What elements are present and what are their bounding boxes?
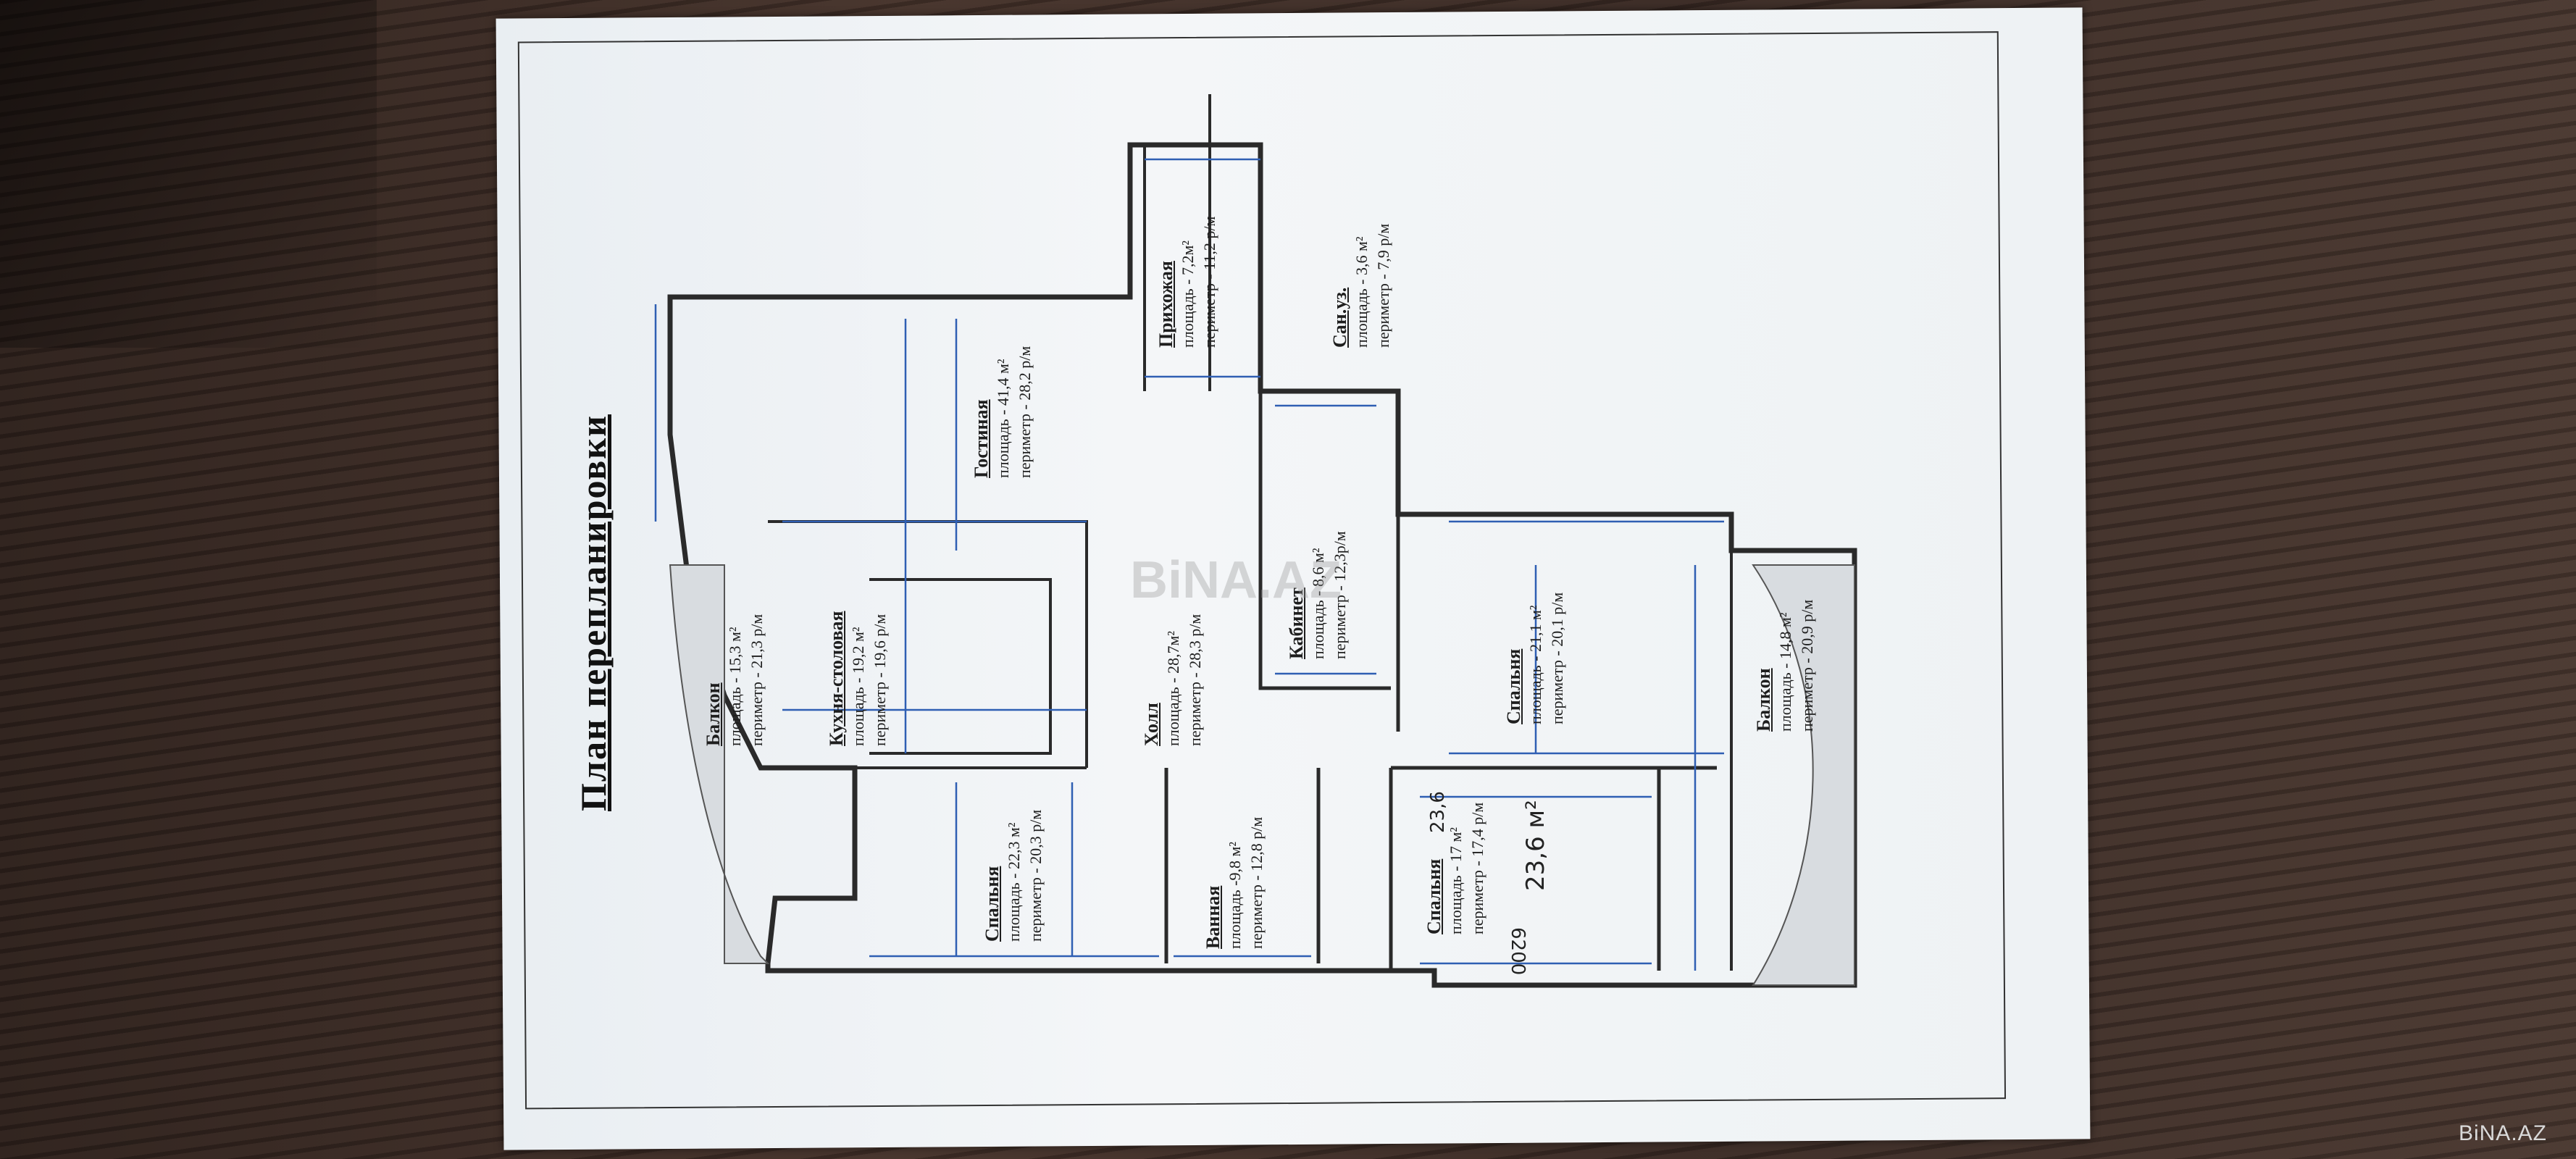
room-name: Балкон: [703, 682, 724, 746]
room-area: площадь - 21,1 м²: [1526, 605, 1544, 724]
room-area: площадь - 7,2м²: [1179, 240, 1197, 348]
room-area: площадь - 3,6 м²: [1352, 236, 1371, 348]
room-perimeter: периметр - 20,9 р/м: [1798, 599, 1816, 732]
room-label: Спальня площадь - 22,3 м² периметр - 20,…: [982, 810, 1047, 942]
room-perimeter: периметр - 17,4 р/м: [1468, 802, 1486, 934]
room-name: Холл: [1141, 703, 1162, 746]
room-label: Сан.уз. площадь - 3,6 м² периметр - 7,9 …: [1329, 224, 1394, 348]
room-perimeter: периметр - 12,8 р/м: [1247, 816, 1266, 949]
room-name: Сан.уз.: [1329, 287, 1350, 348]
corner-watermark: BiNA.AZ: [2458, 1121, 2547, 1145]
room-label: Холл площадь - 28,7м² периметр - 28,3 р/…: [1141, 614, 1206, 746]
room-area: площадь - 41,4 м²: [994, 359, 1012, 478]
plan-title: План перепланировки: [573, 414, 614, 811]
room-area: площадь - 28,7м²: [1164, 630, 1182, 746]
room-label: Балкон площадь - 15,3 м² периметр - 21,3…: [703, 614, 768, 746]
room-perimeter: периметр - 28,2 р/м: [1016, 346, 1034, 478]
room-perimeter: периметр - 28,3 р/м: [1186, 614, 1204, 746]
room-name: Спальня: [982, 866, 1003, 942]
room-name: Прихожая: [1155, 261, 1176, 348]
handwritten-note: 6200: [1507, 927, 1529, 976]
room-area: площадь - 15,3 м²: [726, 627, 744, 746]
room-name: Балкон: [1753, 668, 1774, 732]
room-name: Гостиная: [971, 399, 992, 478]
room-perimeter: периметр - 20,3 р/м: [1026, 809, 1045, 942]
room-perimeter: периметр - 19,6 р/м: [871, 614, 889, 746]
room-perimeter: периметр - 7,9 р/м: [1374, 223, 1392, 348]
room-perimeter: периметр - 20,1 р/м: [1548, 592, 1566, 724]
dimension-lines: [654, 158, 1724, 971]
room-label: Спальня площадь - 21,1 м² периметр - 20,…: [1503, 593, 1568, 724]
room-perimeter: периметр - 11,2 р/м: [1200, 216, 1218, 348]
room-perimeter: периметр - 21,3 р/м: [748, 614, 766, 746]
wall-outline: [667, 94, 1857, 988]
room-name: Спальня: [1503, 648, 1524, 724]
room-label: Ванная площадь -9,8 м² периметр - 12,8 р…: [1203, 817, 1268, 949]
room-name: Кухня-столовая: [826, 611, 847, 746]
balcony-hatching: [669, 564, 1855, 986]
room-area: площадь - 22,3 м²: [1005, 822, 1023, 942]
room-label: Прихожая площадь - 7,2м² периметр - 11,2…: [1155, 217, 1221, 348]
desk-shadow: [0, 0, 377, 348]
room-name: Ванная: [1203, 885, 1224, 949]
handwritten-note: 23,6: [1427, 791, 1449, 833]
room-area: площадь - 19,2 м²: [849, 627, 867, 746]
room-area: площадь -9,8 м²: [1226, 841, 1244, 949]
center-watermark: BiNA.AZ: [1130, 551, 1342, 609]
room-area: площадь - 14,8 м²: [1776, 612, 1794, 732]
room-label: Гостиная площадь - 41,4 м² периметр - 28…: [971, 346, 1036, 478]
room-label: Кухня-столовая площадь - 19,2 м² перимет…: [826, 611, 891, 746]
handwritten-note: 23,6 м²: [1521, 800, 1550, 891]
room-label: Балкон площадь - 14,8 м² периметр - 20,9…: [1753, 600, 1818, 732]
